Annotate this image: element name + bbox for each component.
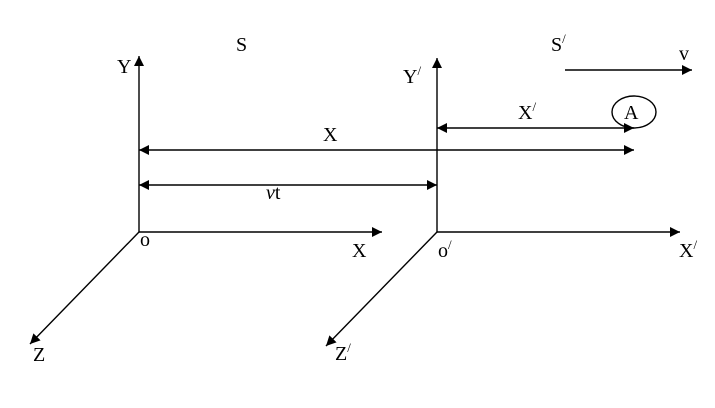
distance-vt: vt [139, 180, 437, 204]
s-z-axis [29, 231, 140, 345]
s-origin-label: o [140, 229, 150, 251]
s-z-axis-label: Z [33, 344, 45, 366]
point-a-label: A [624, 102, 639, 124]
s-prime-frame-label: S/ [551, 31, 566, 56]
s-x-axis-label: X [352, 240, 367, 262]
s-y-axis-label: Y [117, 56, 131, 78]
point-a: A [611, 95, 657, 129]
distance-x: X [139, 124, 634, 155]
s-frame-label: S [236, 34, 247, 56]
x-dimension-label: X [323, 124, 338, 146]
frame-s: S Y X Z o [29, 34, 382, 366]
velocity-indicator: v [565, 43, 692, 75]
x-prime-dimension-label: X/ [518, 99, 536, 124]
distance-x-prime: X/ [437, 99, 634, 133]
s-prime-y-axis-label: Y/ [403, 63, 421, 88]
frame-s-prime: S/ Y/ X/ Z/ o/ [325, 31, 697, 365]
s-prime-z-axis [325, 231, 438, 347]
s-prime-origin-label: o/ [438, 237, 452, 262]
s-prime-x-axis-label: X/ [679, 237, 697, 262]
velocity-label: v [679, 43, 689, 65]
vt-dimension-label: vt [266, 182, 281, 204]
s-prime-z-axis-label: Z/ [335, 340, 351, 365]
